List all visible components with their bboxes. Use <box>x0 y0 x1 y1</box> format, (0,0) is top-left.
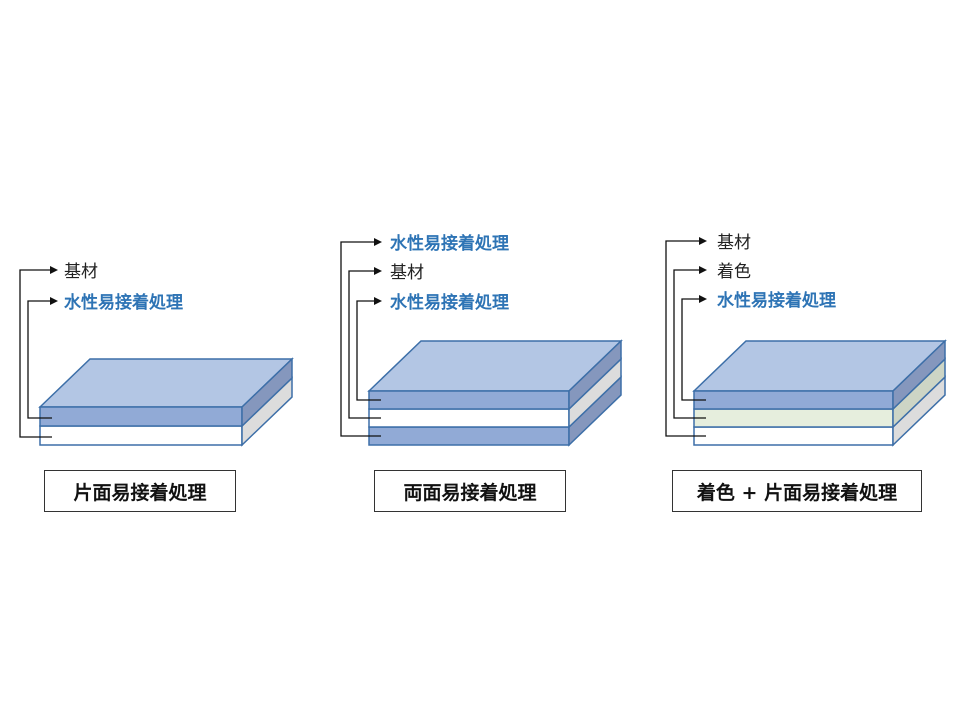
label-substrate: 基材 <box>390 263 424 283</box>
leader-line-coating <box>27 297 58 419</box>
label-substrate: 基材 <box>717 233 751 253</box>
label-aqueous-adhesion-treatment-bottom: 水性易接着処理 <box>390 292 509 313</box>
layer-stack-diagram: 基材 着色 水性易接着処理 <box>665 233 947 447</box>
label-tint: 着色 <box>717 262 751 282</box>
bottom-coating-front-face <box>368 426 570 446</box>
coating-front-face <box>693 390 894 410</box>
leader-line-substrate <box>348 267 382 419</box>
top-coating-layer <box>367 339 623 411</box>
leader-line-tint <box>673 266 707 419</box>
label-aqueous-adhesion-treatment-top: 水性易接着処理 <box>390 233 509 254</box>
leader-line-bottom-coating <box>340 238 382 437</box>
layer-stack-diagram: 基材 水性易接着処理 <box>19 262 294 447</box>
substrate-front-face <box>39 425 243 446</box>
leader-line-substrate <box>665 237 707 437</box>
top-coating-front-face <box>368 390 570 410</box>
layer-stack-diagram: 水性易接着処理 基材 水性易接着処理 <box>340 233 623 447</box>
top-coating-side-face <box>568 339 622 411</box>
coating-layer <box>38 357 294 428</box>
substrate-layer <box>39 376 293 447</box>
leader-line-base <box>19 266 58 438</box>
coating-side-face <box>892 339 946 411</box>
substrate-layer <box>693 375 946 447</box>
tint-front-face <box>693 408 894 428</box>
substrate-front-face <box>693 426 894 446</box>
coating-front-face <box>39 406 243 427</box>
coating-side-face <box>241 357 293 428</box>
label-aqueous-adhesion-treatment: 水性易接着処理 <box>64 292 183 313</box>
substrate-front-face <box>368 408 570 428</box>
caption-single-sided: 片面易接着処理 <box>44 470 236 512</box>
bottom-coating-layer <box>368 375 622 447</box>
diagram-panel-double-sided: 水性易接着処理 基材 水性易接着処理 両面易接着処理 <box>340 0 640 720</box>
diagram-panel-single-sided: 基材 水性易接着処理 片面易接着処理 <box>19 0 320 720</box>
coating-layer <box>692 339 947 411</box>
leader-line-top-coating <box>356 297 382 401</box>
caption-double-sided: 両面易接着処理 <box>374 470 566 512</box>
caption-tinted-single-sided: 着色 + 片面易接着処理 <box>672 470 922 512</box>
diagram-panel-tinted-single-sided: 基材 着色 水性易接着処理 着色 + 片面易接着処理 <box>665 0 960 720</box>
leader-line-coating <box>681 295 707 401</box>
label-substrate: 基材 <box>64 262 98 282</box>
label-aqueous-adhesion-treatment: 水性易接着処理 <box>717 290 836 311</box>
